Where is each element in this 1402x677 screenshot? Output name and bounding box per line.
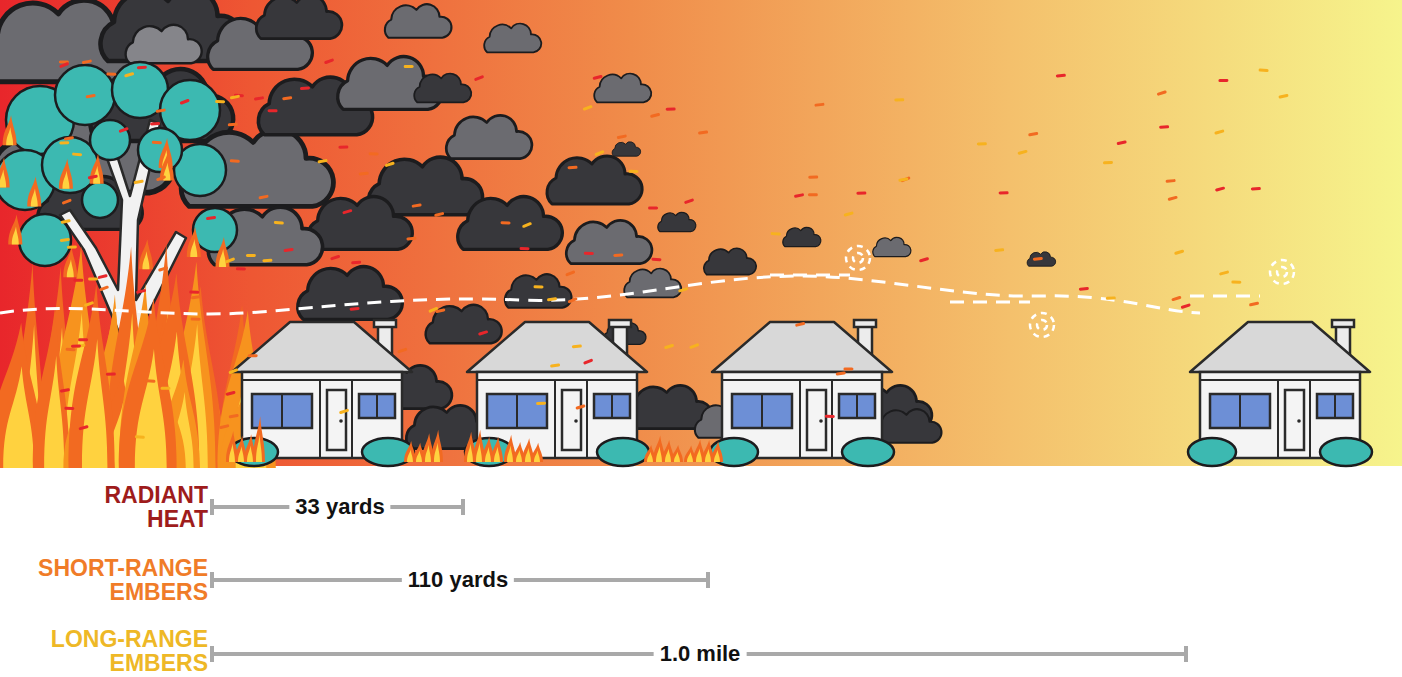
distance-label: 1.0 mile (654, 641, 747, 667)
distance-label: 33 yards (289, 494, 390, 520)
zone-label: LONG-RANGE EMBERS (2, 627, 208, 675)
zone-label: SHORT-RANGE EMBERS (2, 556, 208, 604)
zone-label: RADIANT HEAT (58, 483, 208, 531)
distance-label: 110 yards (402, 567, 514, 593)
